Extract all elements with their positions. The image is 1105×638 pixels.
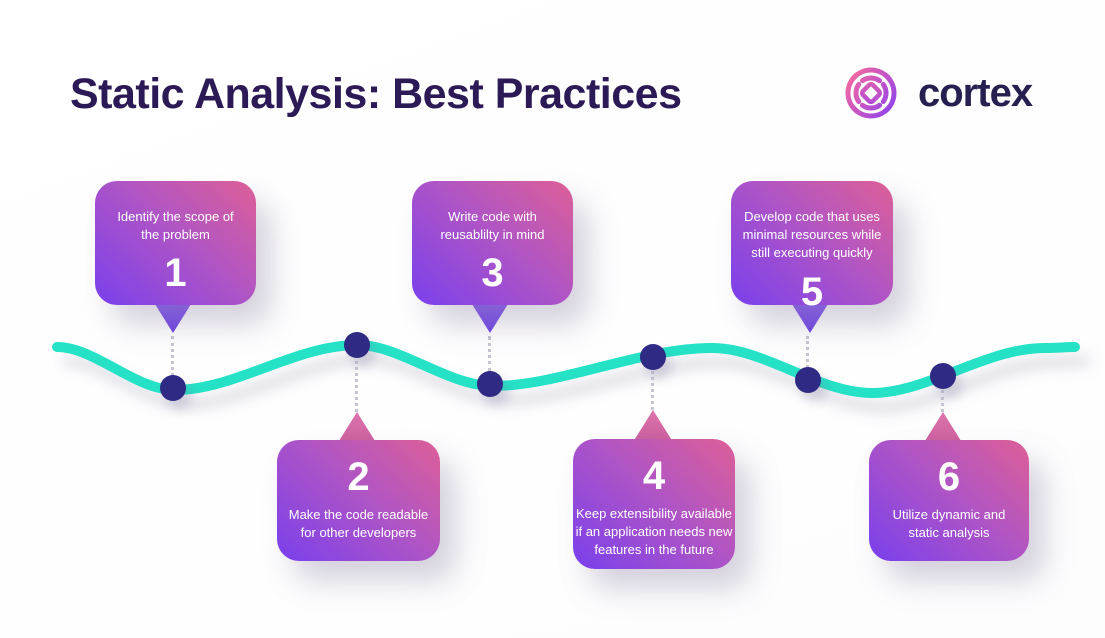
- timeline-node-dot-2: [344, 332, 370, 358]
- step-number-6: 6: [937, 455, 961, 499]
- brand-name: cortex: [918, 70, 1033, 115]
- step-card-6: 6 Utilize dynamic and static analysis: [869, 440, 1029, 561]
- step-pointer-2: [337, 412, 377, 443]
- timeline-node-dot-5: [795, 367, 821, 393]
- step-description-1: Identify the scope of the problem: [117, 209, 234, 243]
- connector-line-3: [488, 336, 491, 372]
- step-pointer-1: [153, 302, 193, 333]
- step-card-4: 4 Keep extensibility available if an app…: [573, 439, 735, 569]
- step-description-4: Keep extensibility available if an appli…: [575, 506, 733, 558]
- step-number-1: 1: [164, 251, 187, 296]
- connector-line-6: [941, 390, 944, 412]
- connector-line-2: [355, 361, 358, 412]
- step-pointer-6: [923, 412, 963, 443]
- step-number-4: 4: [642, 454, 666, 498]
- step-description-3: Write code with reusablilty in mind: [440, 209, 545, 243]
- cortex-logo-icon: [839, 61, 903, 125]
- connector-line-5: [806, 336, 809, 368]
- timeline-node-dot-6: [930, 363, 956, 389]
- step-card-1: Identify the scope of the problem 1: [95, 181, 256, 305]
- step-card-2: 2 Make the code readable for other devel…: [277, 440, 440, 561]
- connector-line-4: [651, 371, 654, 410]
- connector-line-1: [171, 336, 174, 376]
- page-title: Static Analysis: Best Practices: [70, 70, 682, 118]
- step-number-2: 2: [347, 455, 370, 499]
- step-description-2: Make the code readable for other develop…: [288, 507, 429, 541]
- step-pointer-3: [470, 302, 510, 333]
- timeline-node-dot-3: [477, 371, 503, 397]
- timeline-node-dot-4: [640, 344, 666, 370]
- step-card-3: Write code with reusablilty in mind 3: [412, 181, 573, 305]
- step-number-5: 5: [800, 269, 824, 314]
- step-description-6: Utilize dynamic and static analysis: [892, 507, 1006, 541]
- step-card-5: Develop code that uses minimal resources…: [731, 181, 893, 312]
- teal-wave-line: [52, 339, 1080, 399]
- timeline-node-dot-1: [160, 375, 186, 401]
- brand-logo: cortex: [839, 61, 1033, 125]
- step-description-5: Develop code that uses minimal resources…: [742, 209, 882, 261]
- step-number-3: 3: [481, 251, 504, 296]
